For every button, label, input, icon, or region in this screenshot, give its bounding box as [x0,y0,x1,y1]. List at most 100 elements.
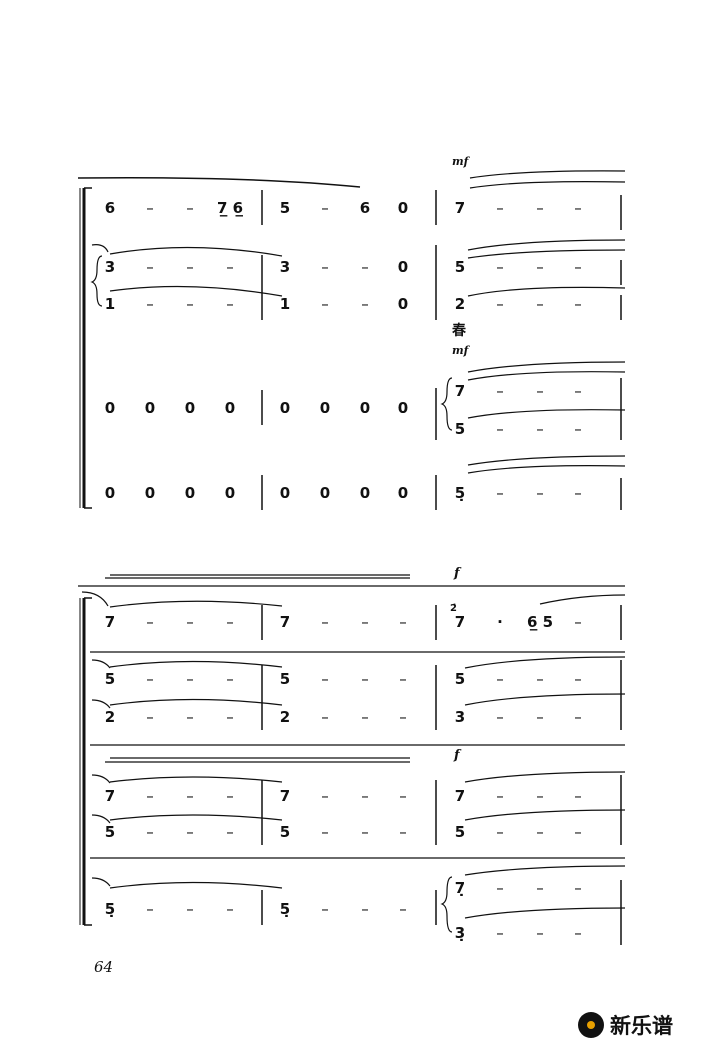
extension-dash: – [146,900,154,918]
extension-dash: – [226,295,234,313]
lyric-text: 春 [452,323,466,339]
extension-dash: – [574,823,582,841]
note: 5 [104,823,116,841]
extension-dash: – [361,258,369,276]
note: 6 [104,199,116,217]
note: 3 [279,258,291,276]
extension-dash: – [146,787,154,805]
note: 6 [359,199,371,217]
extension-dash: – [361,787,369,805]
extension-dash: – [574,613,582,631]
watermark-text: 新乐谱 [610,1014,673,1038]
note: 0 [144,484,156,502]
extension-dash: – [399,823,407,841]
extension-dash: – [361,900,369,918]
extension-dash: – [574,258,582,276]
extension-dash: – [321,900,329,918]
note: 0 [319,484,331,502]
extension-dash: – [226,900,234,918]
extension-dash: – [536,670,544,688]
extension-dash: – [321,199,329,217]
extension-dash: – [186,787,194,805]
extension-dash: – [321,295,329,313]
note: 7 [104,613,116,631]
note: 0 [104,399,116,417]
dynamic-f: f [454,566,460,581]
note: 1 [104,295,116,313]
note: 2 [279,708,291,726]
note: 5 [279,823,291,841]
extension-dash: – [321,708,329,726]
note: 0 [279,399,291,417]
note: 7̣ [454,879,466,897]
extension-dash: – [146,199,154,217]
extension-dash: – [496,484,504,502]
dynamic-f: f [454,748,460,763]
note: 0 [359,484,371,502]
extension-dash: – [226,823,234,841]
note: 7 [454,613,466,631]
extension-dash: – [399,613,407,631]
note: 5 [279,670,291,688]
extension-dash: – [574,199,582,217]
extension-dash: – [536,420,544,438]
extension-dash: – [226,258,234,276]
extension-dash: – [574,670,582,688]
extension-dash: – [321,787,329,805]
note: 0 [144,399,156,417]
extension-dash: – [226,670,234,688]
extension-dash: – [574,382,582,400]
extension-dash: – [361,670,369,688]
extension-dash: – [536,708,544,726]
note: 5 [454,823,466,841]
extension-dash: – [574,787,582,805]
note: 3 [104,258,116,276]
note: 0 [279,484,291,502]
page-number: 64 [94,958,114,976]
note: 0 [104,484,116,502]
extension-dash: – [361,295,369,313]
extension-dash: – [399,787,407,805]
extension-dash: – [361,708,369,726]
note: 7 [454,199,466,217]
note: 5 [454,258,466,276]
extension-dash: – [496,670,504,688]
system-2-lines [78,574,626,945]
extension-dash: – [186,670,194,688]
extension-dash: – [361,823,369,841]
disc-icon [578,1012,604,1038]
note: 2 [104,708,116,726]
extension-dash: – [574,484,582,502]
extension-dash: – [146,823,154,841]
extension-dash: – [574,879,582,897]
extension-dash: – [496,787,504,805]
extension-dash: – [146,708,154,726]
extension-dash: – [146,258,154,276]
extension-dash: – [496,258,504,276]
extension-dash: – [496,823,504,841]
extension-dash: – [536,258,544,276]
note: 5 [454,670,466,688]
note: 7 [454,382,466,400]
extension-dash: – [399,708,407,726]
extension-dash: – [186,708,194,726]
extension-dash: – [186,258,194,276]
extension-dash: – [399,670,407,688]
extension-dash: – [536,924,544,942]
extension-dash: – [186,823,194,841]
extension-dash: – [186,295,194,313]
extension-dash: – [226,613,234,631]
note: 5̣ [454,484,466,502]
grace-note: 2̇ [450,603,457,614]
note: 0 [359,399,371,417]
extension-dash: – [536,382,544,400]
note: 7 [279,787,291,805]
extension-dash: – [399,900,407,918]
extension-dash: – [321,823,329,841]
extension-dash: – [321,258,329,276]
extension-dash: – [496,879,504,897]
extension-dash: – [146,613,154,631]
note: 0 [397,484,409,502]
note: 3̣ [454,924,466,942]
